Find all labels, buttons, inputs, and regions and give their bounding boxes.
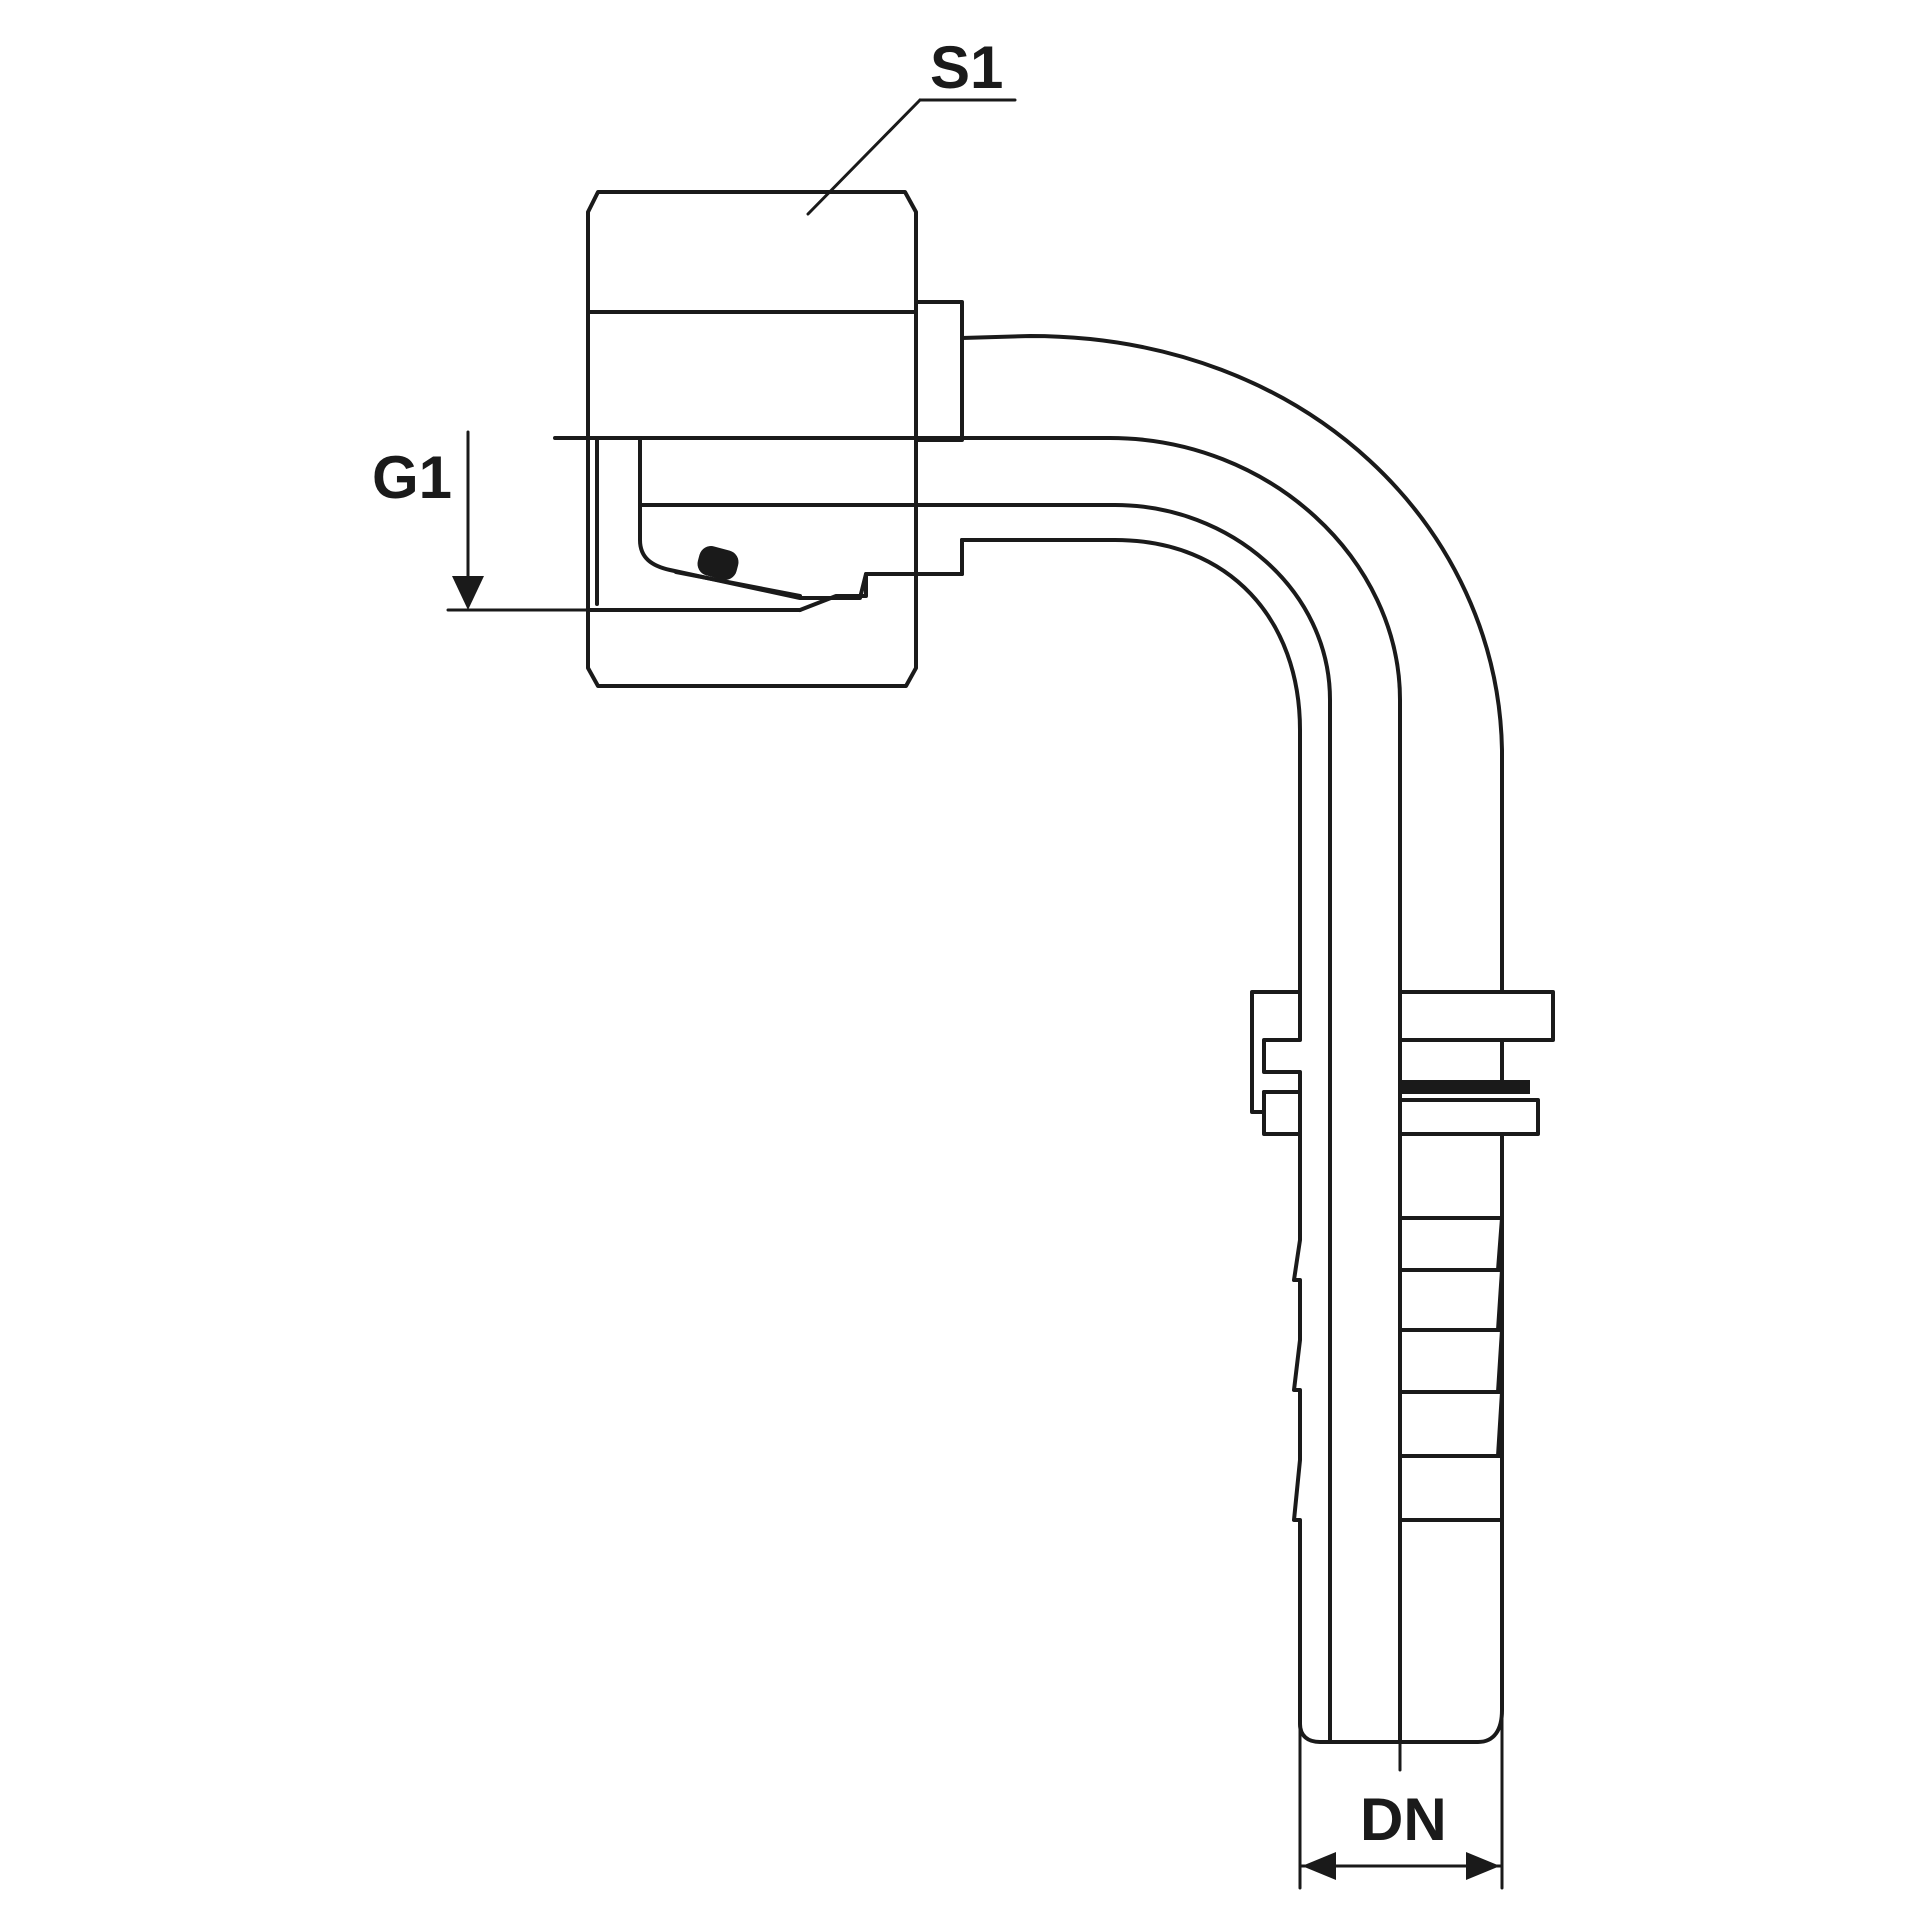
seat-line-lower xyxy=(674,570,802,598)
collar-flange-right-lower xyxy=(1398,1098,1540,1136)
g1-arrowhead xyxy=(452,576,484,610)
dn-arrowhead-left xyxy=(1302,1852,1336,1880)
o-ring xyxy=(697,546,739,580)
seat-cone xyxy=(638,503,918,600)
tail-end xyxy=(1328,1518,1504,1744)
g1-label: G1 xyxy=(372,444,452,511)
collar-flange-right xyxy=(1398,990,1555,1042)
dn-arrowhead-right xyxy=(1466,1852,1500,1880)
collar-groove-ring xyxy=(1400,1080,1530,1094)
s1-label: S1 xyxy=(930,34,1003,101)
seat-area xyxy=(638,503,964,612)
collar-flange-upper xyxy=(1250,990,1302,1114)
nut-collar xyxy=(914,300,964,442)
g1-dimension: G1 xyxy=(372,430,642,612)
collar-flange-lower xyxy=(1262,1090,1302,1136)
tube-inner-bend xyxy=(960,538,1302,994)
seat-taper xyxy=(798,572,868,612)
dn-dimension: DN xyxy=(1298,1638,1504,1890)
dn-label: DN xyxy=(1360,1786,1447,1853)
hose-tail xyxy=(1250,990,1555,1744)
tube-bore-upper xyxy=(638,436,1332,1742)
elbow-tube xyxy=(553,334,1504,1742)
s1-dimension: S1 xyxy=(806,34,1017,216)
tube-outer-bend xyxy=(960,334,1504,994)
s1-leader xyxy=(806,98,922,216)
tail-right-edge xyxy=(1398,1132,1504,1522)
tube-wall-upper xyxy=(553,436,1402,994)
